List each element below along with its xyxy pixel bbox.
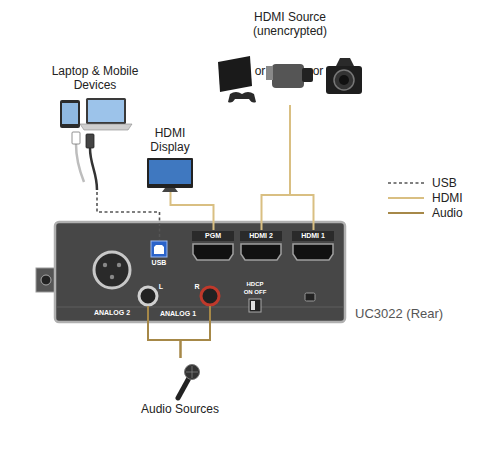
node-label: Audio Sources — [130, 402, 230, 416]
display-icon-group: HDMI Display — [140, 126, 201, 192]
hdmi-port — [241, 244, 281, 260]
usb-plug — [72, 132, 80, 144]
separator-word: or — [311, 64, 325, 78]
laptop-base — [80, 124, 132, 130]
controller-icon — [228, 92, 256, 103]
hdcp-toggle — [251, 301, 255, 310]
node-label: R — [192, 283, 202, 291]
device-panel: UC3022 (Rear)ANALOG 2USBPGMHDMI 2HDMI 1L… — [55, 222, 345, 322]
usb-b-port — [151, 241, 167, 257]
source-icon-group: HDMI Source (unencrypted) — [215, 10, 365, 105]
microphone-head — [185, 365, 200, 380]
camcorder-lens — [302, 68, 313, 82]
model-heading: UC3022 (Rear) — [355, 306, 467, 322]
monitor-screen — [149, 160, 191, 184]
hdmi-connector — [171, 192, 214, 230]
node-label: HDMI Source (unencrypted) — [240, 10, 340, 39]
camera-icon — [326, 66, 362, 94]
xlr-pin — [117, 263, 121, 267]
audio-source-group: Audio Sources — [130, 358, 231, 422]
usb-b-socket — [154, 245, 164, 254]
panel-divider — [57, 307, 343, 308]
node-label: HDMI Display — [140, 126, 200, 155]
separator-word: or — [253, 64, 267, 78]
device-icon-group: Laptop & Mobile Devices — [45, 64, 146, 192]
hdmi-port — [193, 244, 233, 260]
switch-label: HDCP — [238, 281, 272, 288]
camera-lens — [334, 70, 354, 90]
node-label: ANALOG 2 — [88, 309, 136, 317]
monitor-stand — [162, 188, 178, 192]
usb-cable — [90, 148, 97, 190]
tablet-icon — [60, 100, 80, 128]
microphone-handle — [178, 378, 189, 398]
rca-jack-right — [201, 287, 219, 305]
legend-label: USB — [432, 176, 492, 190]
usb-cable — [76, 144, 84, 182]
camcorder-screen — [266, 66, 273, 80]
legend-label: HDMI — [432, 191, 492, 205]
dc-jack-housing — [36, 268, 56, 292]
audio-jack: L — [138, 283, 167, 306]
node-label: USB — [147, 259, 171, 267]
xlr-pin — [103, 263, 107, 267]
legend-label: Audio — [432, 206, 492, 220]
node-label: L — [156, 283, 166, 291]
hdmi-port: HDMI 2 — [238, 230, 285, 262]
xlr-port: ANALOG 2 — [88, 246, 137, 320]
rca-jack-left — [139, 287, 157, 305]
microphone-grille — [192, 366, 193, 378]
hdmi-port: HDMI 1 — [290, 230, 337, 262]
laptop-screen — [88, 100, 124, 122]
port-group-label: ANALOG 1 — [148, 310, 208, 318]
node-label: PGM — [190, 232, 236, 240]
node-label: HDMI 1 — [290, 232, 336, 240]
legend-line-sample — [388, 182, 424, 184]
audio-jack: R — [192, 283, 220, 306]
usb-plug — [86, 134, 94, 148]
camera-lens-glass — [339, 75, 349, 85]
switch-state-label: ON OFF — [238, 289, 272, 296]
hdmi-port — [293, 244, 333, 260]
monitor-icon — [147, 158, 193, 188]
device-housing — [55, 222, 345, 322]
camera-prism — [336, 58, 354, 66]
usb-port: USB — [147, 240, 172, 268]
hdcp-switch — [249, 299, 261, 312]
dc-jack — [41, 275, 51, 285]
camcorder-icon — [272, 64, 304, 88]
legend-line-sample — [388, 197, 424, 199]
usb-connector — [97, 192, 160, 240]
hdmi-port: PGM — [190, 230, 237, 262]
xlr-connector — [94, 252, 130, 288]
node-label: Laptop & Mobile Devices — [45, 64, 145, 93]
xlr-pin — [110, 275, 114, 279]
console-icon — [218, 56, 252, 92]
legend-line-sample — [388, 212, 424, 214]
lock-slot — [305, 293, 315, 301]
laptop-icon — [86, 98, 126, 124]
hdmi-connector — [290, 105, 314, 230]
tablet-screen — [62, 103, 78, 124]
node-label: HDMI 2 — [238, 232, 284, 240]
hdmi-connector — [262, 105, 291, 230]
